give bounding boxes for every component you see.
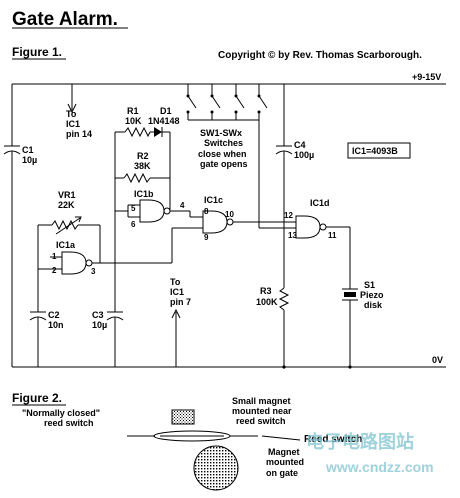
pin-4: 4 [180,201,185,210]
small-magnet-icon [171,409,195,425]
pin-9: 9 [204,233,209,242]
reed-switch-pointer [261,435,301,441]
r2-resistor [115,172,170,184]
switches-line4: gate opens [200,159,248,169]
reed-caption-line1: "Normally closed" [22,408,100,418]
c3-value: 10µ [92,320,107,330]
ground-label: 0V [432,355,443,365]
ic-note: IC1=4093B [352,146,398,156]
s1-line2: Piezo [360,290,384,300]
s1-label: S1 [364,280,375,290]
ic1d-gate [295,215,351,289]
pin-8: 8 [204,207,209,216]
r1-d1-branch [114,126,171,276]
c1-capacitor [3,84,21,367]
c4-capacitor [275,84,293,288]
small-magnet-line3: reed switch [236,416,286,426]
c2-label: C2 [48,310,60,320]
r2-value: 38K [134,161,151,171]
s1-line3: disk [364,300,383,310]
c4-label: C4 [294,140,306,150]
ic1b-gate [115,199,190,223]
small-magnet-line1: Small magnet [232,396,291,406]
c1-label: C1 [22,145,34,155]
pin14-arrow [67,84,77,114]
pin-12: 12 [284,211,293,220]
title: Gate Alarm. [12,9,118,30]
supply-label: +9-15V [412,72,441,82]
pin-10: 10 [225,210,234,219]
figure2-heading: Figure 2. [12,391,62,405]
pin7-line1: To [170,277,181,287]
pin-3: 3 [91,267,96,276]
pin-13: 13 [288,231,297,240]
vr1-value: 22K [58,200,75,210]
s1-piezo [342,288,358,369]
r3-resistor [278,287,290,369]
r1-value: 10K [125,116,142,126]
ic1a-label: IC1a [56,240,76,250]
pin7-line2: IC1 [170,287,184,297]
switches-line1: SW1-SWx [200,128,242,138]
pin-1: 1 [52,252,57,261]
copyright: Copyright © by Rev. Thomas Scarborough. [218,50,422,61]
gate-magnet-icon [193,445,239,491]
switches-line2: Switches [204,138,243,148]
ic1a-gate [37,216,173,312]
pin14-line3: pin 14 [66,129,92,139]
reed-caption-line2: reed switch [44,418,94,428]
ic1c-label: IC1c [204,195,223,205]
watermark-url: www.cndzz.com [325,459,434,475]
pin-5: 5 [131,204,136,213]
switch-bank [186,84,268,121]
d1-label: D1 [160,106,172,116]
small-magnet-line2: mounted near [232,406,292,416]
c3-capacitor [106,276,124,367]
c3-label: C3 [92,310,104,320]
reed-switch-label: Reed switch [304,434,362,445]
ic1b-label: IC1b [134,189,154,199]
switches-line3: close when [198,149,247,159]
gate-magnet-line2: mounted [266,457,304,467]
vr1-label: VR1 [58,190,76,200]
pin7-arrow [171,308,181,367]
pin-2: 2 [52,266,57,275]
c1-value: 10µ [22,155,37,165]
r2-label: R2 [137,151,149,161]
r3-label: R3 [260,286,272,296]
watermark-cn: 电子电路图站 [306,431,414,453]
c2-capacitor [29,311,47,367]
c4-value: 100µ [294,150,314,160]
d1-value: 1N4148 [148,116,180,126]
ic1c-gate [172,210,296,234]
reed-switch-icon [127,430,258,442]
pin-11: 11 [328,231,337,240]
r1-label: R1 [127,106,139,116]
pin14-line2: IC1 [66,119,80,129]
pin14-line1: To [66,109,77,119]
pin7-line3: pin 7 [170,297,191,307]
ic1d-label: IC1d [310,198,330,208]
r3-value: 100K [256,297,278,307]
ic-note-box [347,142,411,159]
gate-magnet-line3: on gate [266,468,298,478]
c2-value: 10n [48,320,64,330]
figure1-heading: Figure 1. [12,45,62,59]
pin-6: 6 [131,220,136,229]
gate-magnet-line1: Magnet [268,447,300,457]
